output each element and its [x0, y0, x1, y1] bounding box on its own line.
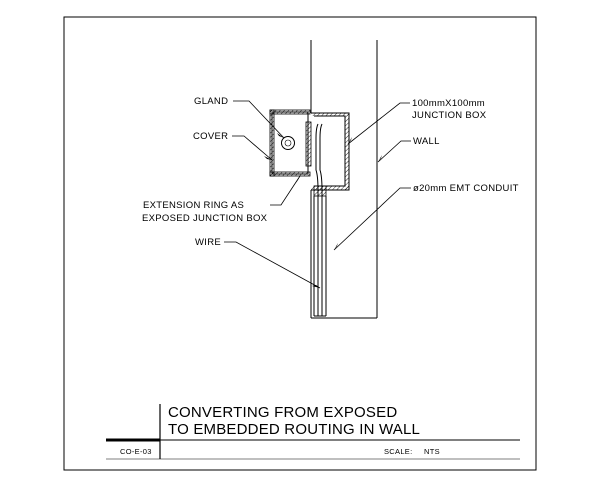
label-extension-ring-line2: EXPOSED JUNCTION BOX: [142, 213, 268, 224]
label-extension-ring-line1: EXTENSION RING AS: [143, 200, 244, 211]
label-conduit: ø20mm EMT CONDUIT: [413, 183, 519, 194]
drawing-title-line2: TO EMBEDDED ROUTING IN WALL: [168, 421, 420, 438]
cover-plate: [305, 121, 312, 167]
label-gland: GLAND: [194, 96, 228, 107]
label-junction-box-line2: JUNCTION BOX: [412, 110, 487, 121]
scale-label: SCALE:: [384, 447, 412, 456]
label-wall: WALL: [413, 136, 440, 147]
leader-arrowheads: [264, 133, 382, 288]
leader-lines: [224, 100, 411, 289]
drawing-title-line1: CONVERTING FROM EXPOSED: [168, 404, 397, 421]
drawing-border: [63, 16, 537, 471]
label-cover: COVER: [193, 131, 228, 142]
junction-box: [311, 112, 350, 191]
wall-section: [310, 40, 378, 319]
scale-value: NTS: [424, 447, 440, 456]
title-block: CONVERTING FROM EXPOSED TO EMBEDDED ROUT…: [106, 404, 520, 460]
emt-conduit: [313, 185, 327, 317]
drawing-number: CO-E-03: [120, 447, 152, 456]
wire: [315, 123, 323, 316]
label-junction-box-line1: 100mmX100mm: [412, 98, 485, 109]
label-wire: WIRE: [195, 237, 221, 248]
gland-icon: [281, 136, 295, 150]
